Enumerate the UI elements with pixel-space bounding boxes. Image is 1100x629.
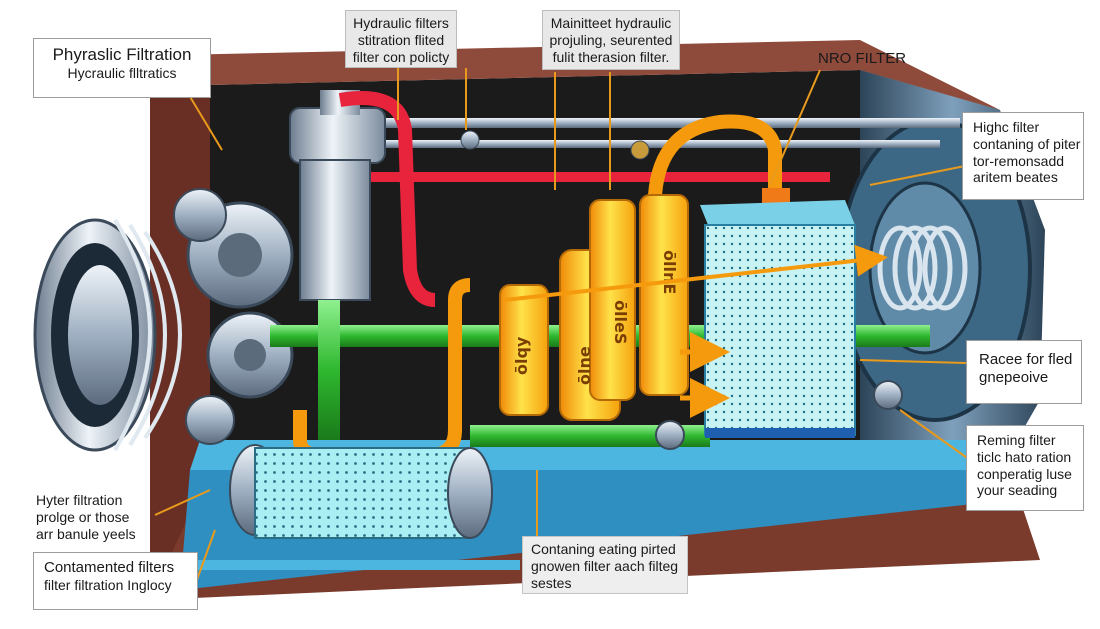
callout-title: Contamented filters [44, 559, 175, 576]
callout-line: filter con policty [352, 48, 450, 65]
callout-top-center-right: Mainitteet hydraulic projuling, seurente… [542, 10, 680, 70]
callout-bottom-center: Contaning eating pirted gnowen filter aa… [522, 536, 688, 594]
top-rod-1 [300, 118, 960, 128]
pulley-grooves [113, 218, 182, 452]
callout-line: Contaning eating pirted [531, 541, 676, 557]
valve-4 [655, 420, 685, 450]
callout-top-right: NRO FILTER [808, 44, 928, 70]
callout-line: your seading [977, 482, 1058, 499]
callout-line: Hyter filtration [36, 492, 123, 508]
cartridges [499, 194, 689, 421]
callout-bottom-left: Contamented filters filter filtration In… [33, 552, 198, 610]
green-pipe-lower [470, 425, 710, 447]
gear-small [185, 395, 235, 445]
callout-line: arr banule yeels [36, 525, 136, 542]
callout-line: Reming filter [977, 432, 1056, 448]
callout-top-center-left: Hydraulic filters stitration flited filt… [345, 10, 457, 68]
cartridge-label-1: ōlqy [512, 336, 531, 375]
base-plate-edge [190, 560, 520, 570]
callout-line: tor-remonsadd [973, 152, 1065, 169]
callout-line: contaning of piter [973, 135, 1081, 152]
callout-subtitle: Hycraulic flltratics [67, 65, 177, 82]
green-pipe-vert [318, 300, 340, 440]
filter-block [704, 224, 856, 436]
dotted-tube [254, 447, 471, 539]
right-fan-fins [877, 225, 968, 311]
red-pipe [338, 91, 436, 307]
top-rod-2 [300, 140, 940, 148]
top-red-rod [350, 172, 830, 182]
callout-line: Racee for fled [979, 351, 1073, 368]
callout-line: conperatig luse [977, 465, 1072, 482]
callout-bottom-left-upper: Hyter filtration prolge or those arr ban… [30, 490, 160, 554]
cartridge-text: ōlqy ōlne ōlleS ōllnE [512, 250, 679, 385]
callout-line: prolge or those [36, 508, 130, 525]
filter-block-top [700, 200, 855, 230]
callout-line: ticlc hato ration [977, 448, 1072, 465]
callout-right-lower: Reming filter ticlc hato ration conperat… [966, 425, 1084, 511]
callout-top-left: Phyraslic Filtration Hycraulic flltratic… [33, 38, 211, 98]
callout-right-middle: Racee for fled gnepeoive [966, 340, 1082, 404]
column-body [299, 159, 371, 301]
pulley-inner [68, 265, 132, 405]
callout-line: gnowen filter aach filteg [531, 557, 679, 574]
callout-line: aritem beates [973, 169, 1058, 186]
callout-title: NRO FILTER [818, 50, 907, 67]
flow-arrow-1 [504, 244, 888, 302]
callout-line: stitration flited [357, 31, 445, 48]
cartridge-label-3: ōlleS [611, 300, 630, 344]
callout-line: Mainitteet hydraulic [550, 15, 672, 31]
column-top [289, 107, 386, 164]
callout-line: Hydraulic filters [353, 15, 449, 31]
callout-title: Phyraslic Filtration [52, 45, 192, 64]
callout-line: sestes [531, 574, 572, 591]
gear-mid [173, 188, 227, 242]
callout-line: Highc filter [973, 119, 1040, 135]
callout-line: gnepeoive [979, 369, 1049, 386]
callout-line: projuling, seurented [549, 31, 673, 48]
valve-1 [460, 130, 480, 150]
valve-3 [873, 380, 903, 410]
cartridge-label-2: ōlne [575, 346, 594, 385]
callout-right-upper: Highc filter contaning of piter tor-remo… [962, 112, 1084, 200]
callout-line: fulit therasion filter. [552, 48, 670, 65]
cartridge-label-4: ōllnE [660, 250, 679, 294]
callout-subtitle: filter filtration Inglocy [44, 577, 172, 593]
valve-2 [630, 140, 650, 160]
orange-pipe-top [648, 114, 782, 196]
